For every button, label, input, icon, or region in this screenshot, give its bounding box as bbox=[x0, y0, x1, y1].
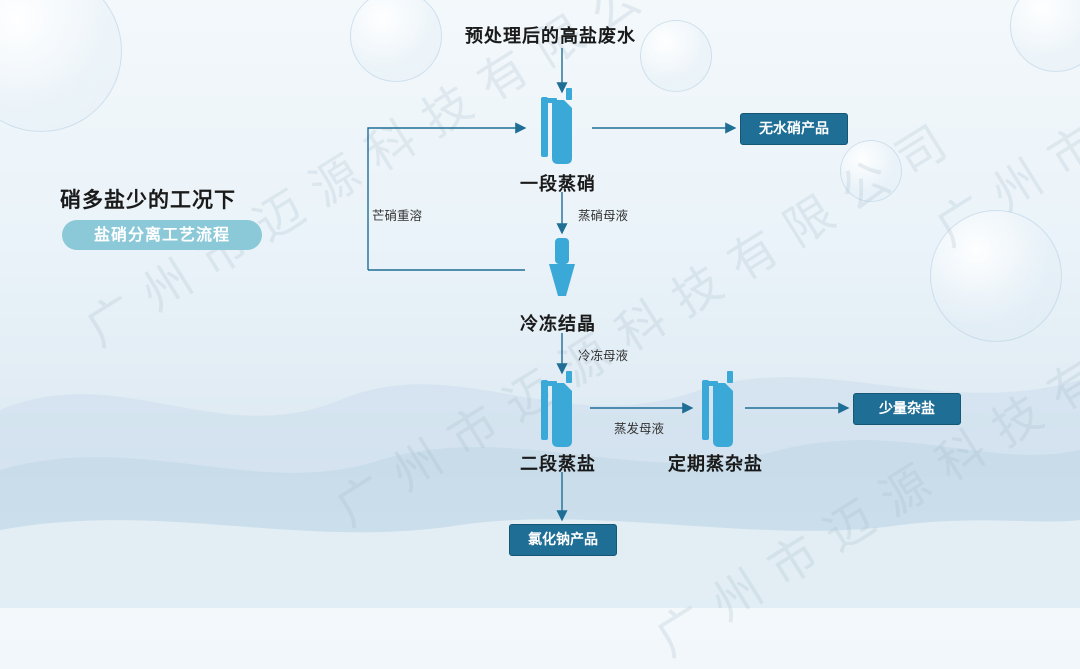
flow-diagram bbox=[367, 48, 850, 522]
product-nacl: 氯化钠产品 bbox=[509, 524, 617, 556]
subtitle-badge: 盐硝分离工艺流程 bbox=[62, 220, 262, 250]
bubble-decoration bbox=[640, 20, 712, 92]
crystallizer-icon bbox=[549, 238, 575, 296]
evaporator-icon bbox=[541, 371, 572, 447]
bubble-decoration bbox=[350, 0, 442, 82]
evaporator-icon bbox=[541, 88, 572, 164]
edge-label-freeze-mother: 冷冻母液 bbox=[578, 348, 629, 363]
node-stage1: 一段蒸硝 bbox=[520, 174, 596, 195]
product-mixed-salt: 少量杂盐 bbox=[853, 393, 961, 425]
edge-label-evap-mother: 蒸发母液 bbox=[614, 421, 665, 436]
bubble-decoration bbox=[930, 210, 1062, 342]
input-label: 预处理后的高盐废水 bbox=[465, 26, 636, 47]
node-periodic: 定期蒸杂盐 bbox=[668, 454, 763, 475]
edge-redissolve-loop bbox=[367, 122, 527, 270]
node-freeze: 冷冻结晶 bbox=[520, 314, 596, 335]
edge-label-nitrate-mother: 蒸硝母液 bbox=[578, 208, 629, 223]
product-anhydrous: 无水硝产品 bbox=[740, 113, 848, 145]
bubble-decoration bbox=[840, 140, 902, 202]
edge-label-redissolve: 芒硝重溶 bbox=[372, 208, 423, 223]
node-stage2: 二段蒸盐 bbox=[520, 454, 596, 475]
evaporator-icon bbox=[702, 371, 733, 447]
page-title: 硝多盐少的工况下 bbox=[60, 188, 236, 212]
